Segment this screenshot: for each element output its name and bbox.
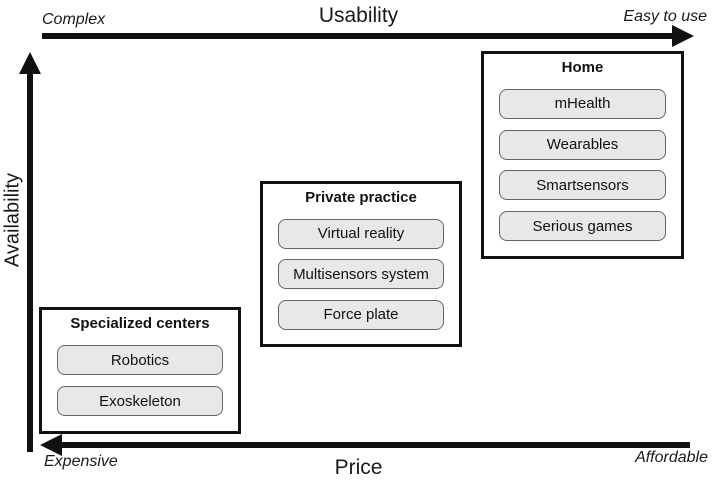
price-left-label: Expensive xyxy=(44,453,118,470)
group-items: mHealth Wearables Smartsensors Serious g… xyxy=(484,76,681,256)
item-exoskeleton: Exoskeleton xyxy=(57,386,223,416)
price-axis-title: Price xyxy=(334,456,383,479)
item-virtual-reality: Virtual reality xyxy=(278,218,444,249)
item-serious-games: Serious games xyxy=(499,211,666,242)
availability-axis-arrow xyxy=(19,52,41,452)
group-title-specialized-centers: Specialized centers xyxy=(70,315,210,332)
price-axis-arrow xyxy=(40,434,690,456)
item-multisensors-system: Multisensors system xyxy=(278,259,444,289)
group-title-private-practice: Private practice xyxy=(305,189,417,206)
group-home: Home mHealth Wearables Smartsensors Seri… xyxy=(481,51,684,259)
item-robotics: Robotics xyxy=(57,345,223,375)
item-force-plate: Force plate xyxy=(278,299,444,330)
group-private-practice: Private practice Virtual reality Multise… xyxy=(260,181,462,347)
item-mhealth: mHealth xyxy=(499,88,666,119)
price-right-label: Affordable xyxy=(635,449,708,466)
group-items: Virtual reality Multisensors system Forc… xyxy=(263,206,459,344)
item-wearables: Wearables xyxy=(499,129,666,160)
usability-right-label: Easy to use xyxy=(623,8,707,25)
usability-axis-arrow xyxy=(42,25,694,47)
usability-axis-title: Usability xyxy=(318,4,399,27)
item-smartsensors: Smartsensors xyxy=(499,170,666,201)
usability-left-label: Complex xyxy=(42,11,106,28)
group-specialized-centers: Specialized centers Robotics Exoskeleton xyxy=(39,307,241,434)
availability-axis-title: Availability xyxy=(1,172,24,268)
group-title-home: Home xyxy=(561,59,604,76)
group-items: Robotics Exoskeleton xyxy=(42,332,238,431)
